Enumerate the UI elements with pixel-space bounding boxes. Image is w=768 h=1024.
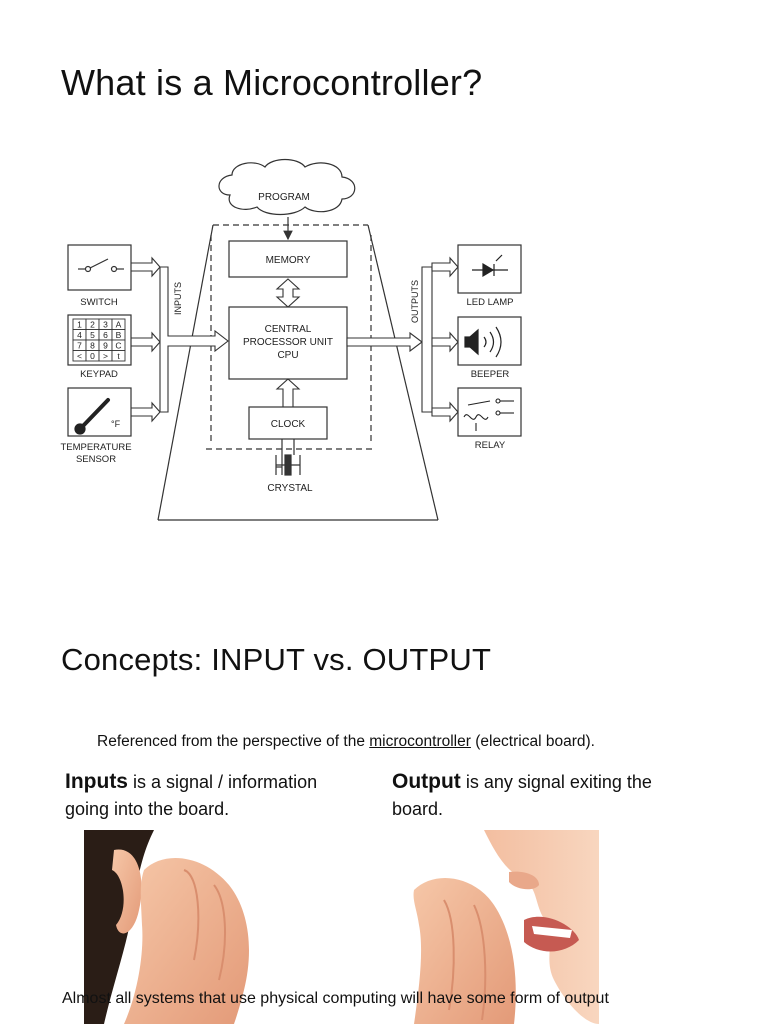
keypad-key (111, 350, 126, 362)
keypad-key-label: 5 (90, 330, 95, 340)
program-label: PROGRAM (258, 192, 310, 203)
output-term: Output (392, 770, 461, 793)
keypad-key-label: 7 (77, 341, 82, 351)
keypad-key-label: 2 (90, 320, 95, 330)
keypad-key-label: B (116, 330, 122, 340)
keypad-key-label: t (117, 351, 120, 361)
relay-icon (463, 398, 514, 431)
crystal-label: CRYSTAL (267, 483, 313, 494)
inputs-definition: Inputs is a signal / information going i… (65, 768, 365, 823)
switch-label: SWITCH (80, 297, 118, 308)
outputs-label: OUTPUTS (410, 280, 420, 323)
cpu-label-3: CPU (277, 350, 298, 361)
keypad-key-label: C (115, 341, 121, 351)
page-title: What is a Microcontroller? (61, 62, 483, 103)
keypad-key-label: 6 (103, 330, 108, 340)
perspective-note-pre: Referenced from the perspective of the (97, 733, 370, 750)
temperature-label-2: SENSOR (76, 454, 116, 465)
section-title: Concepts: INPUT vs. OUTPUT (61, 642, 492, 677)
cpu-block (228, 306, 348, 380)
microcontroller-term: microcontroller (369, 733, 471, 750)
relay-box (457, 387, 522, 437)
clock-cpu-arrow (275, 378, 301, 408)
output-text: is any signal exiting the board. (392, 772, 652, 819)
switch-icon (78, 258, 124, 273)
degrees-f-label: °F (111, 419, 121, 429)
cpu-label-1: CENTRAL (265, 324, 312, 335)
temperature-label-1: TEMPERATURE (60, 442, 131, 453)
keypad-key-label: > (103, 351, 108, 361)
keypad-key-label: A (116, 320, 122, 330)
memory-cpu-arrow (275, 278, 301, 308)
keypad-key-label: 0 (90, 351, 95, 361)
beeper-label: BEEPER (471, 369, 510, 380)
inputs-text: is a signal / information going into the… (65, 772, 318, 819)
clock-block (248, 406, 328, 440)
keypad-key-label: 9 (103, 341, 108, 351)
led-lamp-label: LED LAMP (467, 297, 514, 308)
perspective-note: Referenced from the perspective of the m… (97, 733, 595, 751)
output-definition: Output is any signal exiting the board. (392, 768, 692, 823)
cpu-label-2: PROCESSOR UNIT (243, 337, 333, 348)
clock-label: CLOCK (271, 419, 306, 430)
inputs-term: Inputs (65, 770, 128, 793)
output-note: Almost all systems that use physical com… (62, 990, 609, 1007)
output-bus (346, 256, 459, 423)
keypad-key-label: < (77, 351, 82, 361)
speaker-icon (464, 326, 502, 358)
listening-speaking-photo (84, 830, 599, 1024)
keypad-label: KEYPAD (80, 369, 118, 380)
keypad-key-label: 8 (90, 341, 95, 351)
thermometer-icon (74, 398, 110, 435)
keypad-key-label: 1 (77, 320, 82, 330)
memory-label: MEMORY (266, 255, 311, 266)
switch-box (67, 244, 132, 291)
microcontroller-block-diagram: PROGRAM MEMORY CENTRAL PROCESSOR UNIT CP… (60, 158, 522, 521)
inputs-label: INPUTS (173, 282, 183, 315)
perspective-note-post: (electrical board). (470, 733, 595, 750)
listening-figure (84, 830, 249, 1024)
speaking-figure (413, 830, 599, 1024)
led-icon (472, 254, 508, 278)
memory-block (228, 240, 348, 278)
relay-label: RELAY (475, 440, 506, 451)
keypad-key-label: 3 (103, 320, 108, 330)
crystal-icon (275, 439, 301, 476)
keypad-key-label: 4 (77, 330, 82, 340)
program-cloud: PROGRAM (218, 158, 356, 216)
